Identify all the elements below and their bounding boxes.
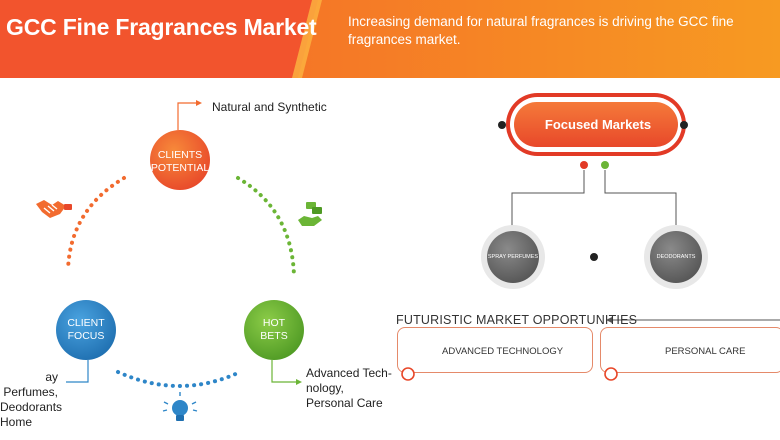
center-dot	[590, 253, 598, 261]
connector-hot-bets	[271, 360, 296, 383]
client-focus-note-line3: Home	[0, 415, 33, 429]
hot-bets-note-line3: Personal Care	[306, 396, 383, 410]
client-focus-note: ay Perfumes, Deodorants Home	[0, 370, 63, 430]
connector-clients-potential	[177, 102, 196, 130]
hot-bets-note: Advanced Tech- nology, Personal Care	[306, 366, 396, 411]
hot-bets-label-line1: HOT	[262, 317, 286, 329]
clients-potential-label: CLIENTS POTENTIAL	[150, 149, 210, 175]
futuristic-arrow-head	[606, 317, 612, 323]
clients-potential-label-line2: POTENTIAL	[150, 162, 210, 174]
connector-dot-green	[601, 161, 609, 169]
pill-dot-left	[498, 121, 506, 129]
client-focus-label-line2: FOCUS	[67, 330, 105, 342]
focused-pill	[514, 102, 678, 147]
opportunity-box-advanced-technology: ADVANCED TECHNOLOGY	[397, 327, 593, 373]
arc-blue-dots	[116, 370, 242, 388]
handshake-icon	[36, 200, 72, 218]
connector-line-left	[511, 170, 585, 232]
opportunity-label-advanced-technology: ADVANCED TECHNOLOGY	[442, 346, 564, 357]
arrow-clients-potential	[196, 100, 202, 106]
connector-line-right	[604, 170, 677, 232]
focused-markets-diagram	[481, 93, 780, 323]
node-label-spray-perfumes: SPRAY PERFUMES	[487, 254, 539, 260]
circle-clients-potential	[150, 130, 210, 190]
pill-dot-right	[680, 121, 688, 129]
arc-green-dots	[236, 176, 296, 278]
hot-bets-note-line2: nology,	[306, 381, 344, 395]
futuristic-heading: FUTURISTIC MARKET OPPORTUNITIES	[396, 313, 638, 327]
money-hand-icon	[298, 202, 322, 226]
lightbulb-icon	[162, 392, 198, 421]
node-label-deodorants: DEODORANTS	[656, 254, 696, 260]
page-subtitle: Increasing demand for natural fragrances…	[348, 14, 734, 47]
header-banner: GCC Fine Fragrances Market Increasing de…	[0, 0, 780, 78]
hot-bets-note-line1: Advanced Tech-	[306, 366, 392, 380]
node-deodorants	[650, 231, 702, 283]
clients-potential-note: Natural and Synthetic	[212, 100, 327, 114]
page-title: GCC Fine Fragrances Market	[6, 14, 317, 40]
arrow-hot-bets	[296, 379, 302, 385]
connector-client-focus	[66, 360, 89, 383]
header-left-panel	[0, 0, 330, 78]
client-focus-note-line1: ay Perfumes,	[3, 370, 58, 399]
header-right-panel	[298, 0, 780, 78]
client-focus-note-line2: Deodorants	[0, 400, 63, 414]
cycle-diagram	[36, 100, 322, 421]
opportunity-box-personal-care: PERSONAL CARE	[600, 327, 780, 373]
arc-orange-dots	[66, 176, 126, 272]
connector-dot-red	[580, 161, 588, 169]
circle-hot-bets	[244, 300, 304, 360]
client-focus-label: CLIENT FOCUS	[56, 317, 116, 343]
opportunity-label-personal-care: PERSONAL CARE	[665, 346, 746, 357]
hot-bets-label: HOT BETS	[244, 317, 304, 343]
focused-markets-title: Focused Markets	[544, 117, 652, 132]
client-focus-label-line1: CLIENT	[67, 317, 105, 329]
clients-potential-label-line1: CLIENTS	[157, 149, 203, 161]
circle-client-focus	[56, 300, 116, 360]
hot-bets-label-line2: BETS	[260, 330, 288, 342]
node-spray-perfumes	[487, 231, 539, 283]
